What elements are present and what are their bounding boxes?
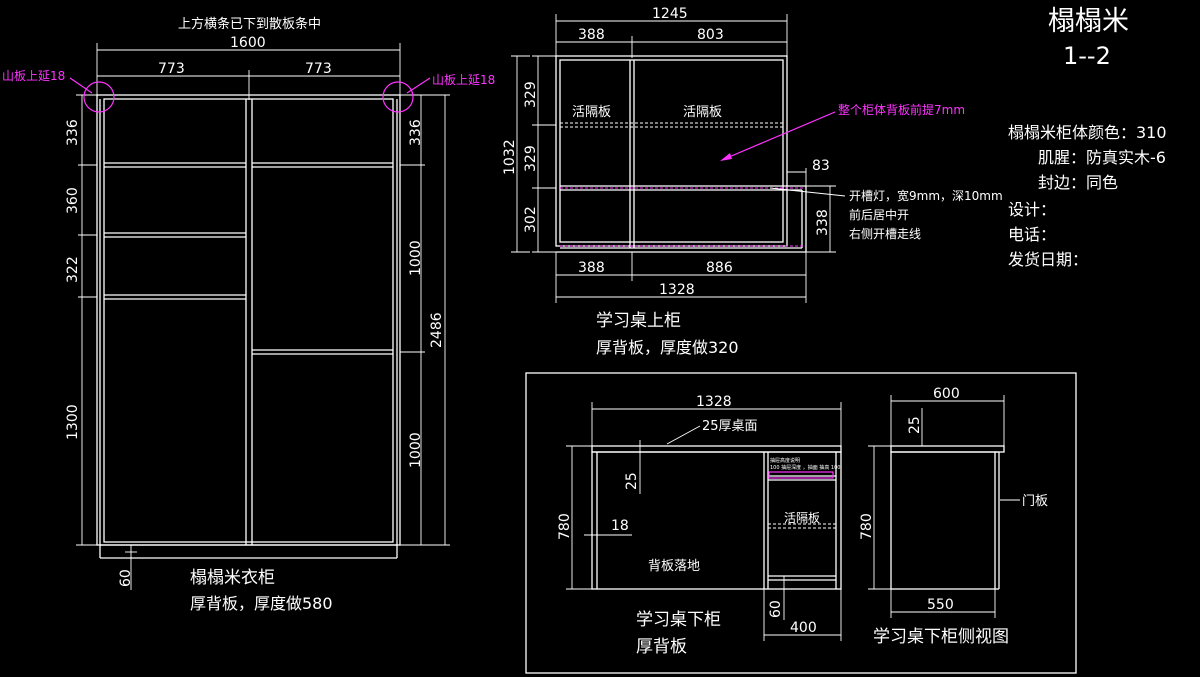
drawing-code: 1--2 [1063,42,1111,70]
lower-top-note: 25厚桌面 [702,419,758,434]
lower-base-height: 60 [768,600,784,618]
side-view-drawing: 600 门板 25 780 550 学习桌下柜侧视图 [859,386,1048,647]
lower-shelf-label: 活隔板 [784,511,820,525]
side-height: 780 [859,513,875,540]
upper-bottom-left: 388 [578,260,605,276]
lower-desk-drawing: 1328 抽屉高度说明 100 抽屉深度 ，抽面 抽高 100 活隔板 背板落地… [557,394,842,657]
wardrobe-right-side-note: 山板上延18 [432,73,495,87]
wardrobe-width: 1600 [230,35,266,51]
upper-width-top-left: 388 [578,27,605,43]
lower-drawer-note-1: 抽屉高度说明 [770,457,800,464]
lower-width: 1328 [696,394,732,410]
lower-height: 780 [557,513,573,540]
wardrobe-left-dim-2: 360 [65,187,81,214]
edge-spec: 封边：同色 [1038,173,1118,192]
wardrobe-right-dim-1: 336 [408,119,424,146]
upper-step-dim: 83 [812,158,830,174]
material-spec: 肌腥：防真实木-6 [1038,148,1166,167]
side-depth: 550 [927,597,954,613]
upper-slot-note-2: 前后居中开 [849,207,909,222]
upper-slot-note-3: 右侧开槽走线 [849,226,921,241]
wardrobe-drawing: 上方横条已下到散板条中 1600 773 773 [2,16,495,613]
upper-left-dim-3: 302 [523,206,539,233]
wardrobe-left-dim-4: 1300 [65,404,81,440]
lower-drawer-note-2: 100 抽屉深度 ，抽面 抽高 100 [770,464,840,471]
upper-caption: 学习桌上柜 [596,311,681,331]
upper-slot-note-1: 开槽灯，宽9mm，深10mm [849,188,1003,203]
lower-right-width: 400 [790,620,817,636]
lower-back-note: 背板落地 [648,559,700,574]
lower-top-thickness: 25 [624,472,640,490]
wardrobe-left-dim-3: 322 [65,256,81,283]
wardrobe-caption-sub: 厚背板，厚度做580 [190,594,333,613]
wardrobe-height: 2486 [429,312,445,348]
wardrobe-base-height: 60 [118,569,134,587]
lower-caption-sub: 厚背板 [636,637,687,657]
color-spec: 榻榻米柜体颜色：310 [1008,123,1167,142]
upper-shelf-left: 活隔板 [572,105,611,120]
lower-frame [525,372,1077,674]
ship-date-label: 发货日期： [1008,250,1088,269]
wardrobe-top-note: 上方横条已下到散板条中 [178,16,321,32]
wardrobe-left-side-note: 山板上延18 [2,69,65,83]
wardrobe-right-dim-3: 1000 [408,432,424,468]
upper-left-dim-2: 329 [523,145,539,172]
upper-bottom-right: 886 [706,260,733,276]
side-door-note: 门板 [1022,494,1048,509]
side-top-thickness: 25 [907,416,923,434]
lower-side-thickness: 18 [611,518,629,534]
wardrobe-caption: 榻榻米衣柜 [190,568,275,588]
phone-label: 电话： [1008,225,1056,244]
upper-right-height: 338 [815,209,831,236]
upper-back-note: 整个柜体背板前提7mm [838,102,965,117]
wardrobe-right-dim-2: 1000 [408,240,424,276]
wardrobe-width-right: 773 [305,61,332,77]
side-width: 600 [933,386,960,402]
upper-width-top-right: 803 [697,27,724,43]
upper-height: 1032 [502,139,518,175]
design-label: 设计： [1008,200,1056,219]
upper-caption-sub: 厚背板，厚度做320 [596,338,739,357]
upper-desk-drawing: 1245 388 803 329 329 302 [502,6,1003,357]
wardrobe-width-left: 773 [158,61,185,77]
side-caption: 学习桌下柜侧视图 [873,627,1009,647]
upper-shelf-right: 活隔板 [683,105,722,120]
drawing-title: 榻榻米 [1048,6,1129,37]
wardrobe-left-dim-1: 336 [65,119,81,146]
lower-caption: 学习桌下柜 [636,610,721,630]
upper-left-dim-1: 329 [523,81,539,108]
upper-bottom-width: 1328 [659,282,695,298]
upper-width-top: 1245 [652,6,688,22]
